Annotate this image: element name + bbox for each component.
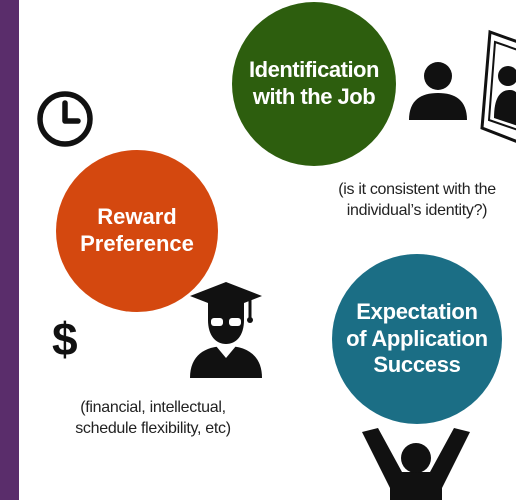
celebrating-person-icon <box>362 428 470 500</box>
dollar-icon: $ <box>52 313 78 365</box>
reward-caption-line-2: schedule flexibility, etc) <box>75 419 231 437</box>
expectation-circle: Expectation of Application Success <box>332 254 502 424</box>
expectation-line-2: of Application <box>346 325 488 351</box>
identification-line-2: with the Job <box>252 84 376 109</box>
identification-caption-line-1: (is it consistent with the <box>338 181 496 198</box>
identification-circle: Identification with the Job <box>232 2 396 166</box>
identification-caption-line-2: individual’s identity?) <box>346 201 488 219</box>
identification-line-1: Identification <box>249 57 379 83</box>
reward-circle: Reward Preference <box>56 150 218 312</box>
mirror-portrait-icon <box>480 29 516 143</box>
reward-line-1: Reward <box>97 204 177 230</box>
clock-icon <box>37 91 93 147</box>
expectation-line-3: Success <box>373 352 461 378</box>
person-icon <box>409 62 467 120</box>
graduate-icon <box>190 282 262 378</box>
reward-line-2: Preference <box>80 231 194 256</box>
reward-caption: (financial, intellectual, schedule flexi… <box>28 398 278 440</box>
sidebar-accent-bar <box>0 0 19 500</box>
identification-caption: (is it consistent with the individual’s … <box>312 180 516 222</box>
reward-caption-line-1: (financial, intellectual, <box>80 399 226 416</box>
expectation-line-1: Expectation <box>356 298 478 324</box>
